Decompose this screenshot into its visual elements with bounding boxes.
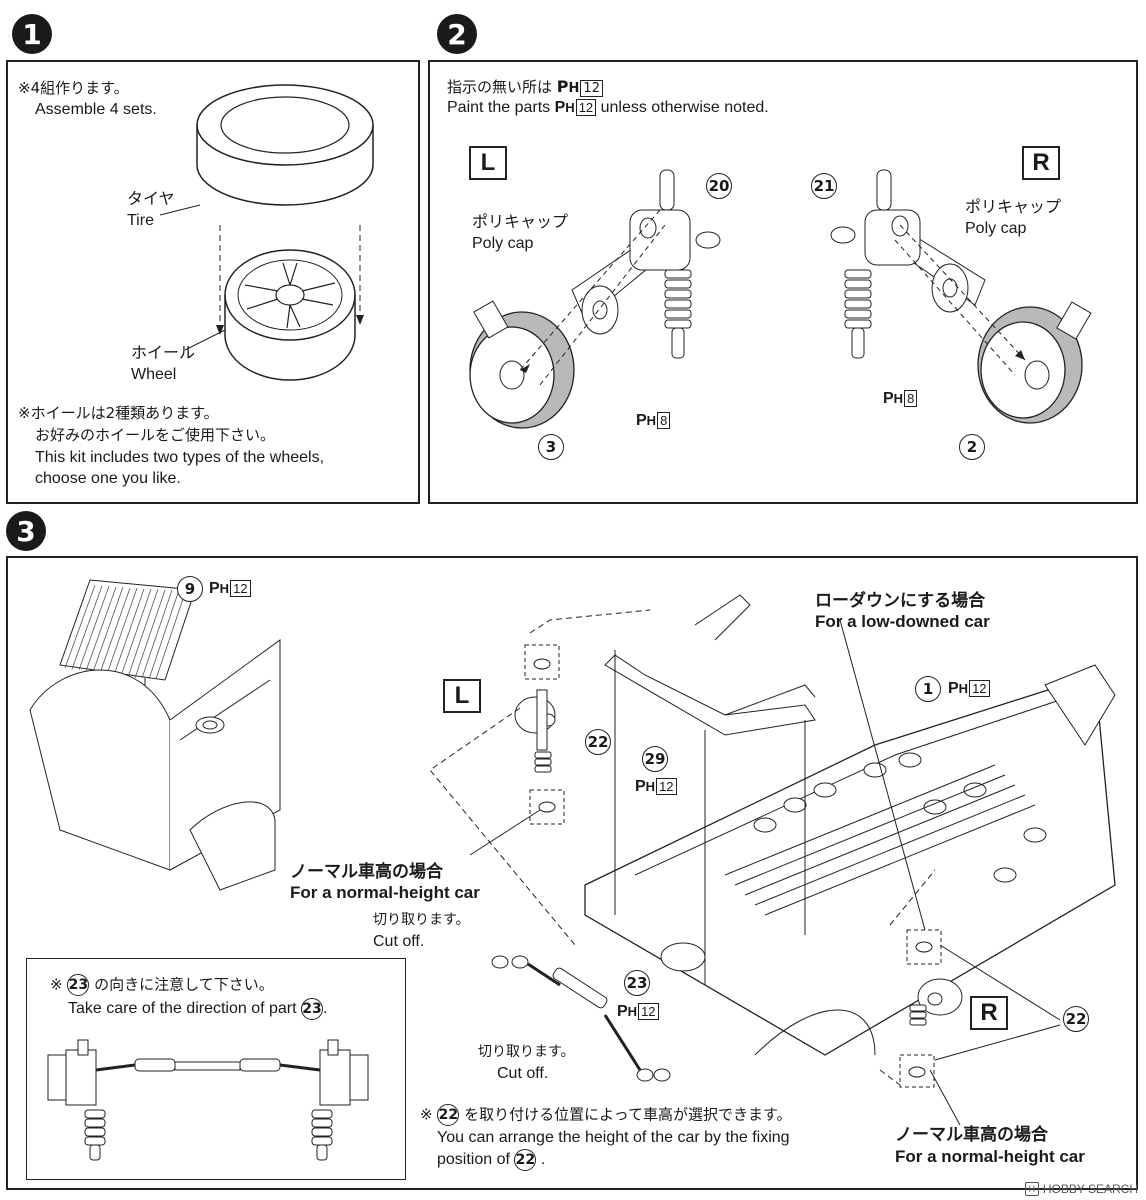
height-note-en-a: You can arrange the height of the car by… (437, 1129, 790, 1146)
step1-note2-jp-b: お好みのホイールをご使用下さい。 (35, 426, 276, 444)
step1-note1-en: Assemble 4 sets. (35, 101, 157, 118)
step3-right-label: R (970, 996, 1008, 1030)
part-3-callout: 3 (538, 434, 564, 460)
height-note-mark: ※ (420, 1105, 433, 1124)
height-note-en-b: position of 22 . (437, 1149, 545, 1171)
step2-left-label: L (469, 146, 507, 180)
tire-wheel-illustration (196, 84, 374, 381)
wheel-label-en: Wheel (131, 366, 177, 383)
step-number-3: 3 (6, 511, 46, 551)
height-note-jp: ※ 22 を取り付ける位置によって車高が選択できます。 (420, 1104, 791, 1126)
tire-label-jp: タイヤ (127, 189, 175, 208)
part-22-callout-right: 22 (1063, 1006, 1089, 1032)
cutoff-label-jp-bottom: 切り取ります。 (478, 1044, 575, 1060)
direction-note-jp: ※ 23 の向きに注意して下さい。 (50, 974, 274, 996)
part-22-inline-en: 22 (514, 1149, 537, 1171)
wheel-leader-line (184, 329, 226, 351)
hobby-search-text: HOBBY SEARCH (1042, 1182, 1138, 1196)
right-polycap-en: Poly cap (965, 220, 1027, 237)
step2-paint-en-pre: Paint the parts (447, 99, 551, 116)
part-21-callout: 21 (811, 173, 837, 199)
steering-rod-illustration (491, 955, 671, 1082)
left-hub-assembly-illustration (469, 169, 721, 429)
step3-left-label: L (443, 679, 481, 713)
normal-height-label-jp-right: ノーマル車高の場合 (895, 1125, 1048, 1145)
tire-label-en: Tire (127, 212, 154, 229)
right-hub-assembly-illustration (830, 169, 1092, 424)
cutoff-label-en-bottom: Cut off. (497, 1065, 549, 1082)
part-22-callout-left: 22 (585, 729, 611, 755)
lowdown-label-jp: ローダウンにする場合 (815, 591, 986, 611)
hobby-search-watermark: H HOBBY SEARCH (1024, 1182, 1138, 1196)
part-22-inline: 22 (437, 1104, 460, 1126)
normal-height-label-en-right: For a normal-height car (895, 1147, 1085, 1166)
cutoff-label-jp-top: 切り取ります。 (373, 912, 470, 928)
wheel-label-jp: ホイール (131, 343, 196, 362)
part-20-callout: 20 (706, 173, 732, 199)
note-mark: ※ (50, 975, 63, 994)
step1-note1-jp: ※4組作ります。 (18, 79, 129, 97)
step2-paint-jp-text: 指示の無い所は (447, 78, 553, 96)
hobby-search-logo-icon: H (1024, 1182, 1039, 1196)
step1-note2-en-b: choose one you like. (35, 470, 181, 487)
right-polycap-jp: ポリキャップ (965, 197, 1062, 216)
height-note-jp-text: を取り付ける位置によって車高が選択できます。 (464, 1105, 792, 1124)
step3-left-strut-illustration (514, 644, 565, 825)
step2-right-label: R (1022, 146, 1060, 180)
part-29-callout: 29 (642, 746, 668, 772)
step1-note2-jp-a: ※ホイールは2種類あります。 (18, 404, 219, 422)
cutoff-label-en-top: Cut off. (373, 933, 425, 950)
step-number-2: 2 (437, 14, 477, 54)
direction-note-jp-text: の向きに注意して下さい。 (94, 975, 274, 994)
direction-note-en: Take care of the direction of part 23. (68, 998, 327, 1020)
part-1-callout: 1 (915, 676, 941, 702)
rear-body-illustration (29, 579, 281, 891)
part-2-callout: 2 (959, 434, 985, 460)
step1-note2-en-a: This kit includes two types of the wheel… (35, 449, 325, 466)
part-23-inline: 23 (67, 974, 90, 996)
steering-direction-detail-illustration (47, 1039, 369, 1161)
left-polycap-en: Poly cap (472, 235, 534, 252)
part-23-callout: 23 (624, 970, 650, 996)
step2-paint-en-post: unless otherwise noted. (600, 99, 769, 116)
normal-height-label-en-left: For a normal-height car (290, 883, 480, 902)
left-polycap-jp: ポリキャップ (472, 212, 569, 231)
step2-panel (428, 60, 1138, 504)
step-number-1: 1 (12, 14, 52, 54)
direction-note-en-text: Take care of the direction of part (68, 1000, 297, 1018)
part-9-callout: 9 (177, 576, 203, 602)
tire-leader-line (159, 204, 201, 216)
lowdown-label-en: For a low-downed car (815, 612, 990, 631)
normal-height-label-jp-left: ノーマル車高の場合 (290, 862, 443, 882)
part-23-inline-en: 23 (301, 998, 324, 1020)
height-note-en-b-text: position of (437, 1151, 510, 1169)
